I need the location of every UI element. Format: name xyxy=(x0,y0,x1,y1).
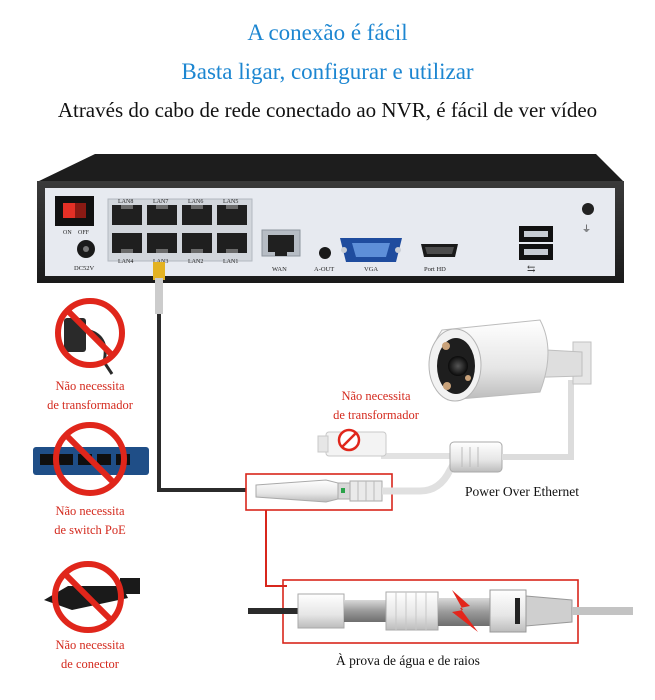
note-no-transformer: Não necessita de transformador xyxy=(47,379,133,412)
subtitle-plug-and-play: Basta ligar, configurar e utilizar xyxy=(181,59,474,84)
audio-out-jack xyxy=(319,247,331,259)
note-no-connector: Não necessita de conector xyxy=(55,638,125,671)
hdmi-port xyxy=(421,244,458,257)
lan-port-lan7 xyxy=(147,205,177,225)
lan-port-label: LAN4 xyxy=(118,259,133,265)
aout-label: A-OUT xyxy=(314,266,334,273)
power-on-label: ON xyxy=(63,230,72,236)
lan-port-lan6 xyxy=(182,205,212,225)
lan-port-label: LAN5 xyxy=(223,199,238,205)
lan-port-label: LAN8 xyxy=(118,199,133,205)
note-no-transformer-camera: Não necessita de transformador xyxy=(333,389,419,422)
poe-label: Power Over Ethernet xyxy=(465,484,579,499)
title-connection-easy: A conexão é fácil xyxy=(247,20,408,45)
hdmi-label: Port HD xyxy=(424,266,446,273)
ground-screw-icon xyxy=(582,203,594,215)
nvr-recorder: ON OFF DC52V LAN8LAN7LAN6LAN5LAN4LAN3LAN… xyxy=(37,154,624,283)
dc-label: DC52V xyxy=(74,265,95,272)
lan-port-label: LAN2 xyxy=(188,259,203,265)
network-cable xyxy=(153,262,246,492)
lan-port-lan2 xyxy=(182,233,212,253)
tagline: Através do cabo de rede conectado ao NVR… xyxy=(57,98,598,122)
lan-port-label: LAN6 xyxy=(188,199,203,205)
lan-port-label: LAN1 xyxy=(223,259,238,265)
waterproof-label: À prova de água e de raios xyxy=(336,653,480,668)
no-connector-icon xyxy=(44,561,140,633)
wan-label: WAN xyxy=(272,266,287,273)
vga-port xyxy=(340,238,402,262)
no-transformer-small-icon xyxy=(337,428,361,452)
lan-port-label: LAN7 xyxy=(153,199,168,205)
rj45-plug-icon xyxy=(153,262,165,280)
power-off-label: OFF xyxy=(78,230,90,236)
wan-port xyxy=(261,229,301,257)
lan-port-lan8 xyxy=(112,205,142,225)
poe-splitter xyxy=(255,451,464,503)
waterproof-connector xyxy=(248,589,633,633)
no-transformer-icon xyxy=(55,298,125,375)
lan-port-lan3 xyxy=(147,233,177,253)
usb-ports xyxy=(519,226,553,260)
vga-label: VGA xyxy=(364,266,378,273)
no-poe-switch-icon xyxy=(33,422,149,496)
lan-port-lan5 xyxy=(217,205,247,225)
usb-icon: ⇆ xyxy=(527,264,536,275)
note-no-poe-switch: Não necessita de switch PoE xyxy=(54,504,126,537)
bullet-camera-icon xyxy=(428,319,592,402)
power-switch xyxy=(55,196,94,226)
svg-text:⏚: ⏚ xyxy=(582,224,591,234)
lightning-icon xyxy=(452,590,478,632)
lan-port-lan4 xyxy=(112,233,142,253)
lan-port-lan1 xyxy=(217,233,247,253)
